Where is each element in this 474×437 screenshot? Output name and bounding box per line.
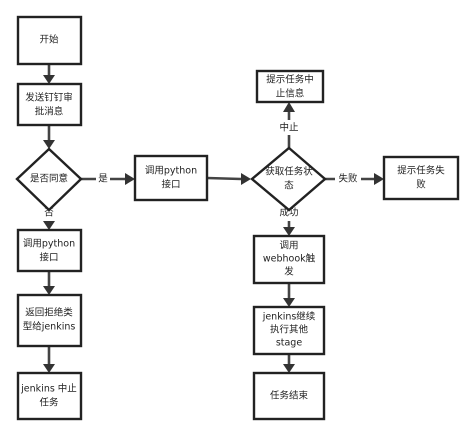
arrow-head [125, 173, 135, 185]
node-call-python-yes-line-1: 调用python [145, 166, 197, 177]
node-call-webhook-line-1: 调用 [279, 241, 298, 252]
node-get-status: 获取任务状 态 [250, 146, 327, 212]
edge-label-yes: 是 [98, 174, 108, 185]
arrow-head [43, 221, 55, 230]
node-task-end-label: 任务结束 [270, 390, 309, 402]
arrow-head [43, 140, 55, 149]
node-return-reject-line-1: 返回拒绝类 [25, 307, 73, 319]
arrow-head [43, 364, 55, 373]
node-return-reject: 返回拒绝类 型给jenkins [16, 293, 83, 348]
arrow-head [241, 173, 251, 185]
node-call-webhook: 调用 webhook触 发 [252, 234, 326, 285]
node-send-dingtalk-line-2: 批消息 [35, 106, 64, 118]
edge-reject-to-abort [43, 346, 55, 373]
node-get-status-line-2: 态 [284, 180, 294, 192]
node-call-webhook-line-3: 发 [284, 266, 294, 278]
node-call-python-no-line-1: 调用python [23, 239, 75, 250]
node-prompt-fail: 提示任务失 败 [382, 155, 460, 201]
node-jenkins-continue-line-2: 执行其他 [270, 324, 309, 336]
node-jenkins-continue: jenkins继续 执行其他 stage [252, 305, 326, 356]
arrow-head [283, 227, 295, 236]
edge-label-success: 成功 [279, 207, 298, 219]
arrow-head [283, 102, 295, 112]
edge-continue-to-end [283, 354, 295, 373]
edge-label-no: 否 [44, 208, 54, 219]
node-send-dingtalk-line-1: 发送钉钉审 [25, 92, 73, 104]
arrow-head [43, 286, 55, 295]
node-agree-decision: 是否同意 [15, 147, 83, 212]
node-jenkins-continue-line-3: stage [276, 338, 303, 349]
edge-send-to-decision [43, 125, 55, 149]
edge-abort: 中止 [276, 102, 302, 148]
arrow-head [283, 364, 295, 373]
node-return-reject-line-2: 型给jenkins [23, 321, 76, 333]
node-prompt-fail-line-2: 败 [416, 179, 426, 191]
node-prompt-abort: 提示任务中 止信息 [255, 69, 325, 104]
node-call-python-no-line-2: 接口 [39, 252, 58, 264]
node-prompt-abort-line-1: 提示任务中 [266, 74, 314, 86]
arrow-head [43, 75, 55, 84]
edge-start-to-send [43, 64, 55, 84]
arrow-head [374, 173, 384, 185]
node-get-status-line-1: 获取任务状 [265, 166, 313, 178]
node-send-dingtalk: 发送钉钉审 批消息 [16, 82, 83, 127]
node-call-python-yes-line-2: 接口 [161, 179, 180, 191]
edge-yes: 是 [81, 171, 135, 186]
node-jenkins-abort-line-2: 任务 [39, 397, 59, 409]
edge-success: 成功 [276, 206, 302, 236]
edge-callpy-to-status [206, 173, 251, 185]
edge-fail: 失败 [325, 171, 384, 186]
node-call-python-yes: 调用python 接口 [133, 154, 209, 202]
node-jenkins-abort: jenkins 中止 任务 [16, 371, 83, 421]
node-call-python-no: 调用python 接口 [16, 228, 83, 273]
node-prompt-fail-line-1: 提示任务失 [397, 165, 445, 177]
edge-label-abort: 中止 [279, 122, 299, 134]
node-task-end: 任务结束 [252, 371, 326, 421]
arrow-head [283, 298, 295, 307]
node-start: 开始 [16, 15, 83, 66]
node-agree-decision-label: 是否同意 [30, 173, 68, 185]
node-jenkins-abort-line-1: jenkins 中止 [20, 383, 77, 395]
edge-no: 否 [42, 206, 56, 230]
node-call-webhook-line-2: webhook触 [263, 253, 316, 265]
edge-label-fail: 失败 [338, 173, 358, 185]
node-prompt-abort-line-2: 止信息 [276, 88, 305, 100]
node-start-label: 开始 [39, 34, 59, 46]
edge-callpy-to-reject [43, 271, 55, 295]
node-jenkins-continue-line-1: jenkins继续 [262, 311, 316, 323]
edge-webhook-to-continue [283, 283, 295, 307]
